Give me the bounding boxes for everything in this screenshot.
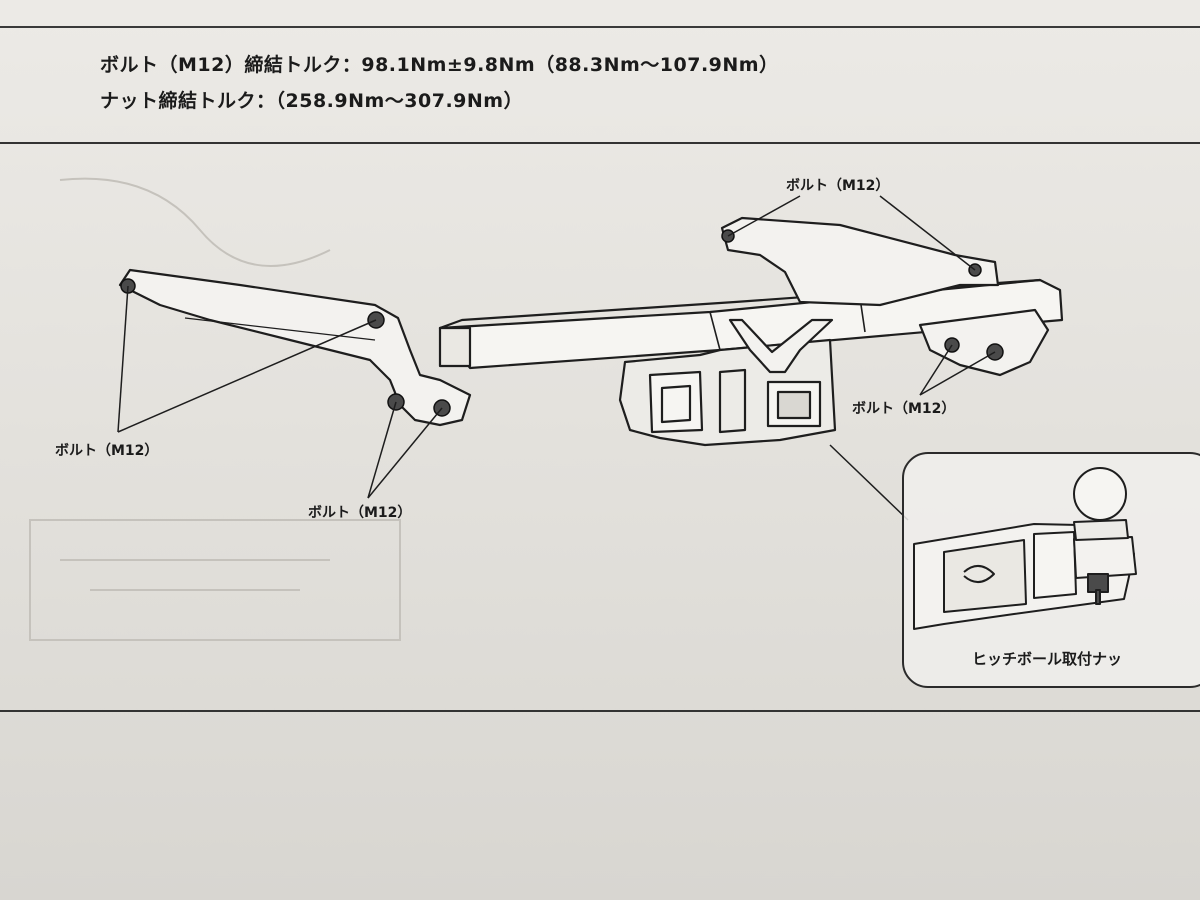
bolt-heads [120, 229, 1004, 417]
hitch-ball-detail-drawing [913, 467, 1137, 630]
right-bracket [720, 216, 1050, 377]
diagram-frame [0, 142, 1200, 712]
callout-bolt-left: ボルト（M12） [55, 443, 159, 459]
left-bracket [118, 268, 472, 427]
hitch-ball-nut-label: ヒッチボール取付ナッ [972, 650, 1123, 668]
callout-bolt-center: ボルト（M12） [308, 505, 412, 521]
receiver-assembly [618, 318, 837, 447]
bleed-through-shapes [29, 177, 401, 641]
hitch-ball-detail-inset [902, 452, 1200, 688]
leader-lines [117, 195, 996, 521]
top-border-line [0, 0, 1200, 28]
crossbar-tube [438, 278, 1064, 370]
nut-torque-spec: ナット締結トルク：（258.9Nm～307.9Nm） [100, 90, 524, 112]
callout-bolt-right: ボルト（M12） [852, 401, 956, 417]
bolt-torque-spec: ボルト（M12）締結トルク：98.1Nm±9.8Nm（88.3Nm～107.9N… [100, 54, 779, 76]
callout-bolt-top: ボルト（M12） [786, 178, 890, 194]
